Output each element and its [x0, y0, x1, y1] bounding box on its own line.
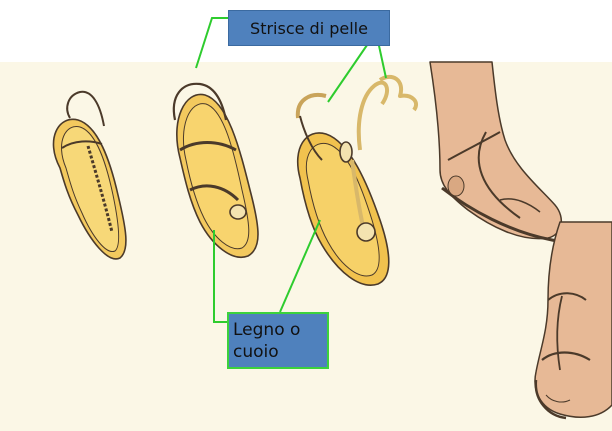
label-leather-strips-text: Strisce di pelle	[250, 19, 368, 38]
label-wood-or-leather-line2: cuoio	[233, 341, 327, 363]
label-leather-strips: Strisce di pelle	[228, 10, 390, 46]
label-wood-or-leather: Legno o cuoio	[227, 312, 329, 369]
label-wood-or-leather-line1: Legno o	[233, 319, 327, 341]
paper-background	[0, 62, 612, 431]
pointer-strips-left	[196, 18, 228, 68]
